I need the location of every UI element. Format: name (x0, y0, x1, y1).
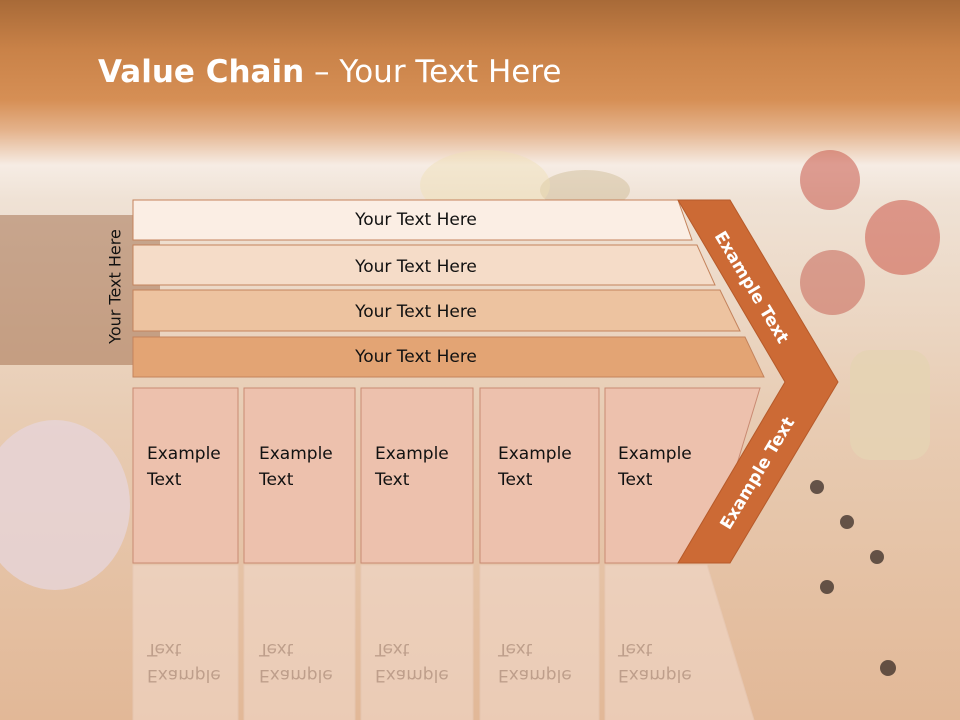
reflection-label: Text (617, 639, 653, 659)
reflection-label: Example (147, 665, 221, 685)
background-shape (800, 150, 860, 210)
reflection-text: Example Text Example Text Example Text E… (146, 639, 692, 685)
reflection-box (132, 564, 239, 720)
background-shape (800, 250, 865, 315)
background-shape (880, 660, 896, 676)
chevron-arrow-shape[interactable] (677, 199, 839, 564)
reflection-label: Text (374, 639, 410, 659)
reflection-label: Example (618, 665, 692, 685)
reflection-label: Text (497, 639, 533, 659)
background-shape (840, 515, 854, 529)
box-3[interactable] (360, 387, 474, 564)
title-rest: – Your Text Here (304, 54, 562, 90)
background-shape (850, 350, 930, 460)
box-2[interactable] (243, 387, 356, 564)
bar-label-2: Your Text Here (354, 257, 477, 277)
bar-1[interactable] (132, 199, 693, 241)
reflection-label: Text (258, 639, 294, 659)
reflection-box (604, 564, 755, 720)
background-shape (870, 550, 884, 564)
slide-title: Value Chain – Your Text Here (98, 54, 561, 90)
reflection-label: Text (146, 639, 182, 659)
background-shape (865, 200, 940, 275)
reflection-label: Example (498, 665, 572, 685)
reflection (132, 564, 755, 720)
bar-3[interactable] (132, 289, 741, 332)
reflection-box (360, 564, 474, 720)
background-shape (820, 580, 834, 594)
title-bold: Value Chain (98, 54, 305, 90)
bar-label-4: Your Text Here (354, 347, 477, 367)
box-1[interactable] (132, 387, 239, 564)
background-shape (810, 480, 824, 494)
background-shape (0, 420, 130, 590)
reflection-box (479, 564, 600, 720)
bar-stack: Your Text Here Your Text Here Your Text … (132, 199, 765, 378)
bar-label-1: Your Text Here (354, 210, 477, 230)
bar-2[interactable] (132, 244, 716, 286)
reflection-label: Example (259, 665, 333, 685)
reflection-box (243, 564, 356, 720)
reflection-label: Example (375, 665, 449, 685)
bar-label-3: Your Text Here (354, 302, 477, 322)
bar-4[interactable] (132, 336, 765, 378)
box-4[interactable] (479, 387, 600, 564)
